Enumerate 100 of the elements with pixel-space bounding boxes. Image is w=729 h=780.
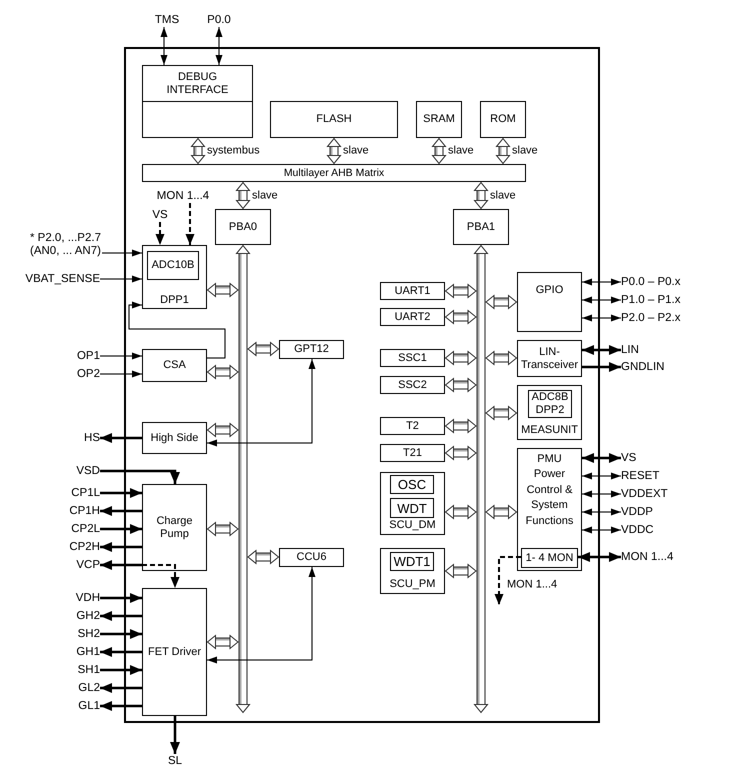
pin-label: RESET (621, 469, 660, 483)
double-arrow (582, 314, 622, 322)
bus-arrow (445, 505, 476, 519)
sub-block (147, 251, 199, 280)
arrow (100, 488, 142, 498)
pin-label: LIN (621, 343, 639, 357)
module-block (380, 417, 445, 435)
pin-label: SL (168, 754, 182, 768)
arrow (128, 302, 226, 358)
dashed-arrow (156, 222, 164, 245)
block-label: ROM (490, 113, 516, 126)
pin-label: GL2 (78, 681, 100, 695)
bus-arrow (432, 138, 446, 164)
arrow (100, 433, 142, 443)
pin-label: HS (84, 431, 100, 445)
block-label: Charge Pump (156, 514, 193, 540)
block-label: OSC (398, 478, 426, 491)
dashed-arrow (186, 203, 194, 245)
block-label: UART2 (394, 310, 430, 324)
bridge-block (215, 209, 271, 245)
module-block (380, 548, 445, 594)
arrow (582, 362, 621, 372)
double-arrow (582, 345, 621, 355)
pin-label: GH1 (76, 645, 100, 659)
bus-arrow (248, 342, 279, 356)
bus-arrow (207, 365, 238, 379)
double-arrow (206, 358, 316, 446)
blank-block (142, 101, 253, 138)
arrow (100, 524, 142, 534)
signal-label: VS (152, 208, 168, 222)
bridge-block (453, 209, 509, 245)
double-arrow (582, 508, 622, 516)
edge-label: systembus (207, 144, 260, 158)
bus-arrow (236, 245, 250, 713)
pin-label: SH1 (78, 663, 100, 677)
bus-arrow (445, 284, 476, 298)
module-block (279, 548, 344, 567)
sub-block (390, 475, 434, 494)
arrow (100, 647, 142, 657)
pin-label: GH2 (76, 609, 100, 623)
module-block (517, 385, 582, 440)
double-arrow (582, 278, 622, 286)
block-label: SCU_DM (389, 519, 436, 532)
arrow (170, 716, 180, 754)
pin-label: SH2 (78, 627, 100, 641)
double-arrow (582, 526, 622, 534)
arrow (100, 701, 142, 711)
module-block (380, 376, 445, 394)
bus-arrow (207, 522, 238, 536)
block-label: SSC2 (398, 378, 427, 392)
bus-matrix-bar (142, 164, 526, 182)
block-label: ADC10B (152, 259, 194, 272)
block-label: FLASH (316, 113, 352, 126)
double-arrow (578, 552, 621, 562)
module-block (380, 349, 445, 367)
module-block (142, 65, 253, 102)
pin-label: P0.0 – P0.x (621, 275, 680, 289)
bus-arrow (445, 446, 476, 460)
bus-arrow (496, 138, 510, 164)
block-label: T21 (403, 446, 422, 460)
arrow (100, 542, 142, 552)
arrow (102, 250, 142, 256)
pin-label: VBAT_SENSE (25, 272, 100, 286)
pin-label: VS (621, 451, 636, 465)
module-block (142, 349, 207, 382)
pin-label: P1.0 – P1.x (621, 293, 680, 307)
pin-label: P0.0 (207, 13, 231, 27)
arrow (100, 665, 142, 675)
pin-label: CP2H (69, 540, 100, 554)
block-label: Multilayer AHB Matrix (284, 166, 384, 180)
block-label: PBA1 (466, 220, 496, 234)
block-label: LIN-Transceiver (520, 346, 578, 372)
block-label: High Side (150, 432, 198, 444)
bus-arrow (486, 351, 517, 365)
module-block (142, 588, 207, 716)
signal-label: MON 1...4 (156, 189, 210, 203)
block-label: FET Driver (148, 646, 201, 658)
block-label: SCU_PM (390, 578, 436, 591)
module-block (142, 422, 207, 454)
module-block (517, 340, 582, 377)
arrow (100, 276, 142, 282)
module-block (142, 245, 207, 309)
arrow (100, 560, 142, 570)
arrow (100, 352, 142, 360)
arrow (100, 683, 142, 693)
pin-label: VSD (76, 464, 100, 478)
dashed-arrow (142, 564, 180, 588)
bus-arrow (445, 310, 476, 324)
pin-label: VDH (76, 591, 100, 605)
bus-arrow (191, 138, 205, 164)
arrow (100, 370, 142, 378)
module-block (142, 484, 207, 571)
arrow (100, 629, 142, 639)
bus-arrow (207, 423, 238, 437)
block-label: GPIO (536, 284, 564, 297)
module-block (380, 472, 445, 535)
module-block (380, 308, 445, 326)
memory-block (416, 101, 462, 138)
block-label: WDT (397, 502, 427, 514)
double-arrow (582, 472, 622, 480)
